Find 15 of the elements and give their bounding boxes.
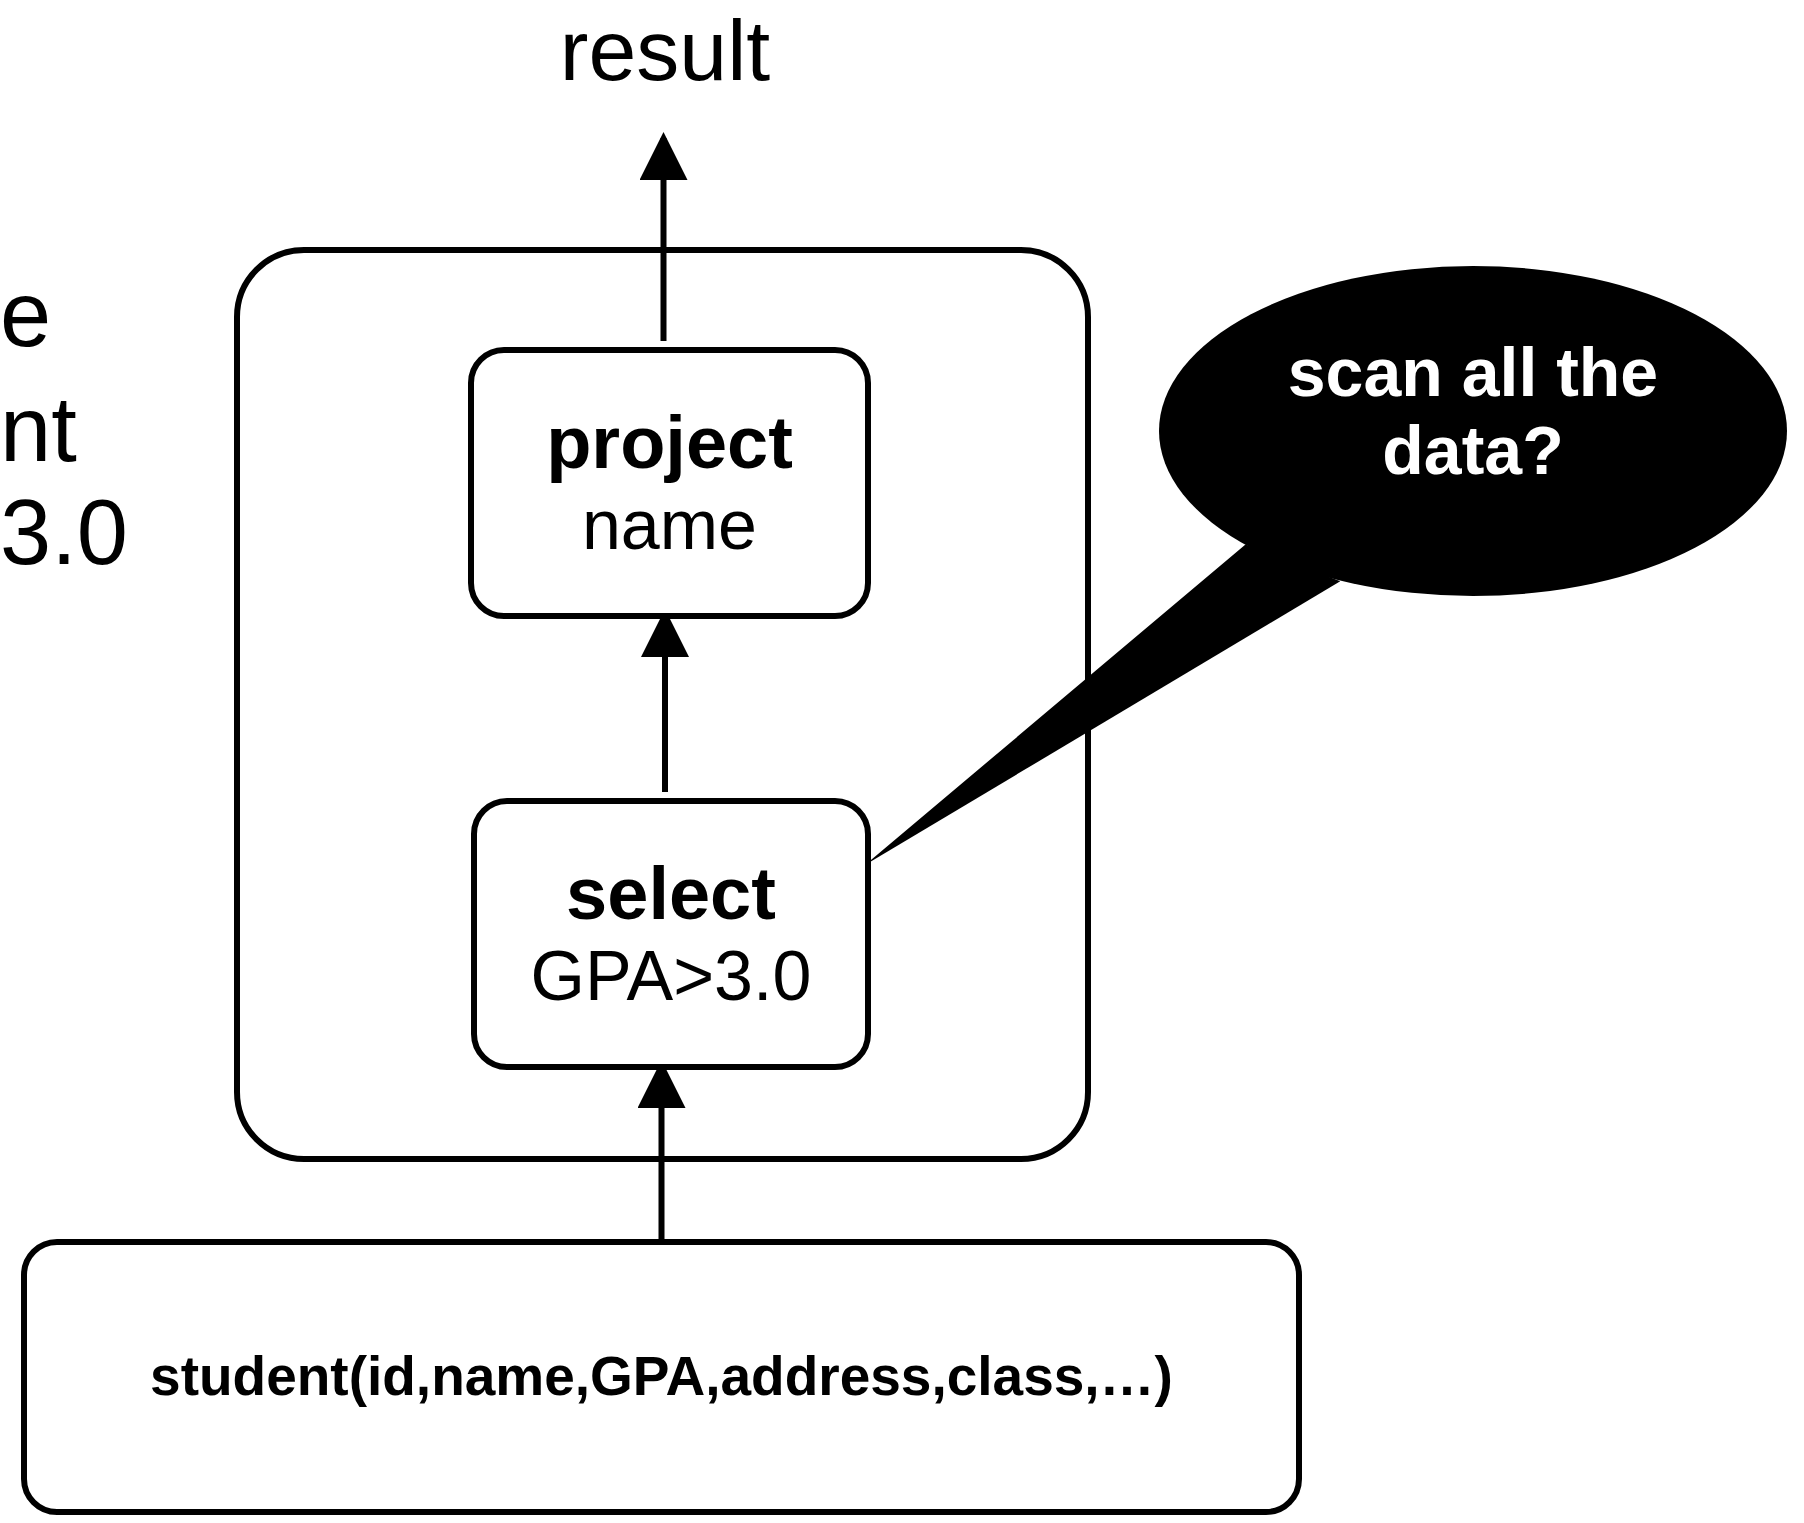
arrow: [639, 132, 688, 341]
operator-name: select: [566, 851, 776, 937]
result-label: result: [559, 0, 771, 100]
operator-group-box: [234, 247, 1091, 1162]
bubble-text: scan all the data?: [1286, 332, 1660, 490]
operator-box: [468, 347, 871, 619]
relation-box: [21, 1239, 1302, 1515]
operator-box: [471, 798, 871, 1070]
text-fragment: e: [0, 268, 52, 360]
operator-name: project: [546, 400, 793, 486]
text-fragment: nt: [0, 383, 77, 475]
operator-argument: GPA>3.0: [530, 936, 812, 1017]
relation-schema: student(id,name,GPA,address,class,…): [150, 1345, 1173, 1409]
text-fragment: 3.0: [0, 486, 128, 578]
operator-argument: name: [581, 485, 758, 566]
